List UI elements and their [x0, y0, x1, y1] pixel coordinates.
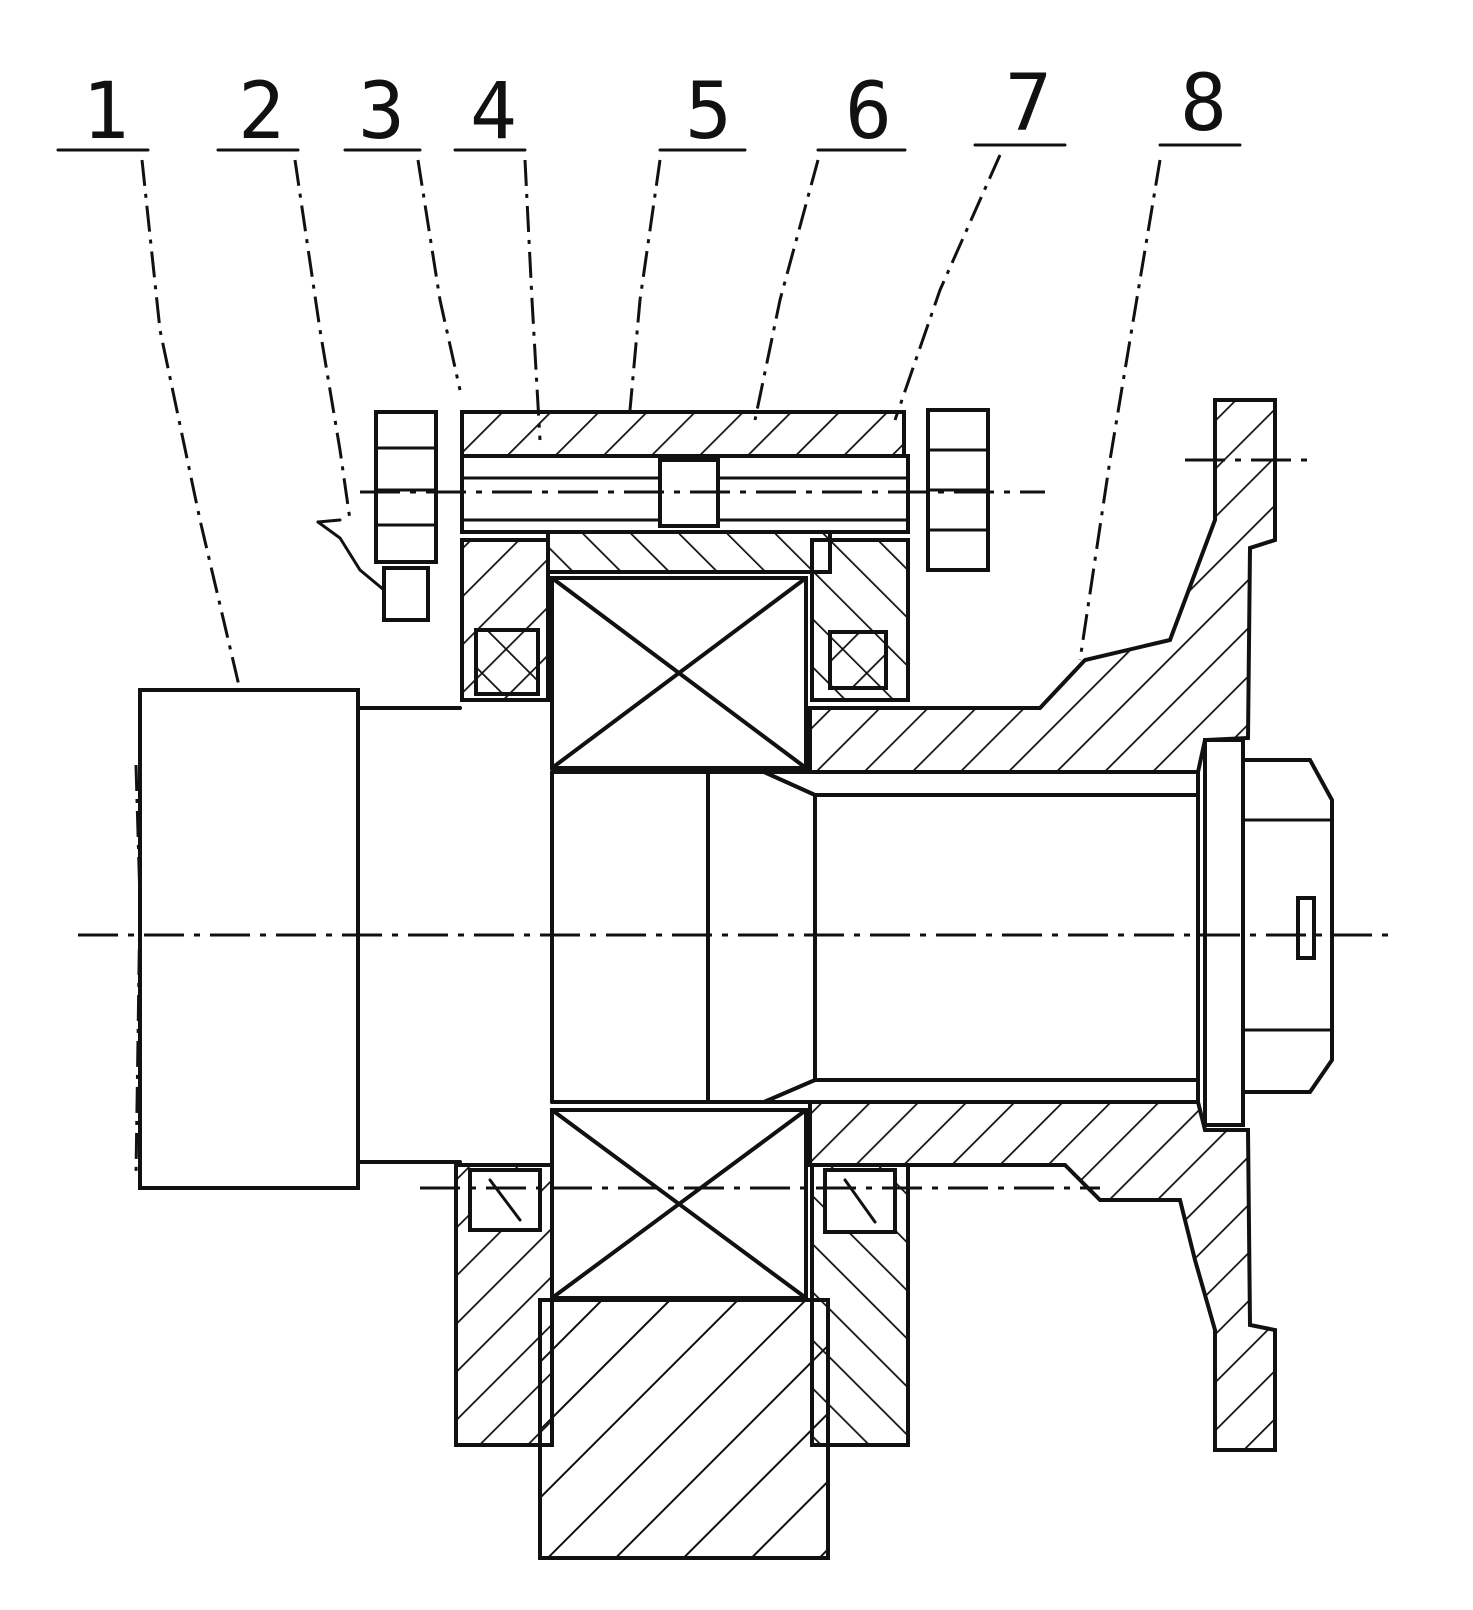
- centerlines: [78, 933, 1395, 1190]
- leader-2: [293, 159, 352, 521]
- leader-1: [140, 159, 260, 816]
- leader-lines: [140, 154, 1162, 816]
- callout-4-label: 4: [470, 67, 517, 157]
- callout-8-label: 8: [1180, 59, 1227, 149]
- upper-bearing: [550, 576, 808, 770]
- callout-3-label: 3: [358, 67, 405, 157]
- callout-5-label: 5: [685, 67, 732, 157]
- leader-7: [893, 154, 1002, 421]
- leader-8: [1078, 159, 1162, 661]
- callout-7-label: 7: [1005, 59, 1052, 149]
- central-shaft: [550, 770, 1200, 1104]
- callout-labels: 1 2 3 4 5 6 7 8: [82, 59, 1227, 157]
- leader-3: [416, 159, 462, 391]
- callout-1-label: 1: [82, 67, 129, 157]
- bolt-assembly: [316, 408, 1045, 622]
- part-1-motor-body: [134, 688, 462, 1190]
- part-8-flanged-hub: [808, 398, 1315, 1452]
- callout-6-label: 6: [845, 67, 892, 157]
- callout-2-label: 2: [238, 67, 285, 157]
- gear-block: [538, 1298, 830, 1560]
- leader-4: [523, 159, 542, 441]
- upper-housing: [460, 410, 910, 702]
- leader-6: [753, 159, 820, 421]
- lower-bearing: [550, 1108, 808, 1300]
- end-nut: [1203, 738, 1334, 1127]
- callout-underlines: [56, 143, 1242, 152]
- leader-5: [628, 159, 662, 411]
